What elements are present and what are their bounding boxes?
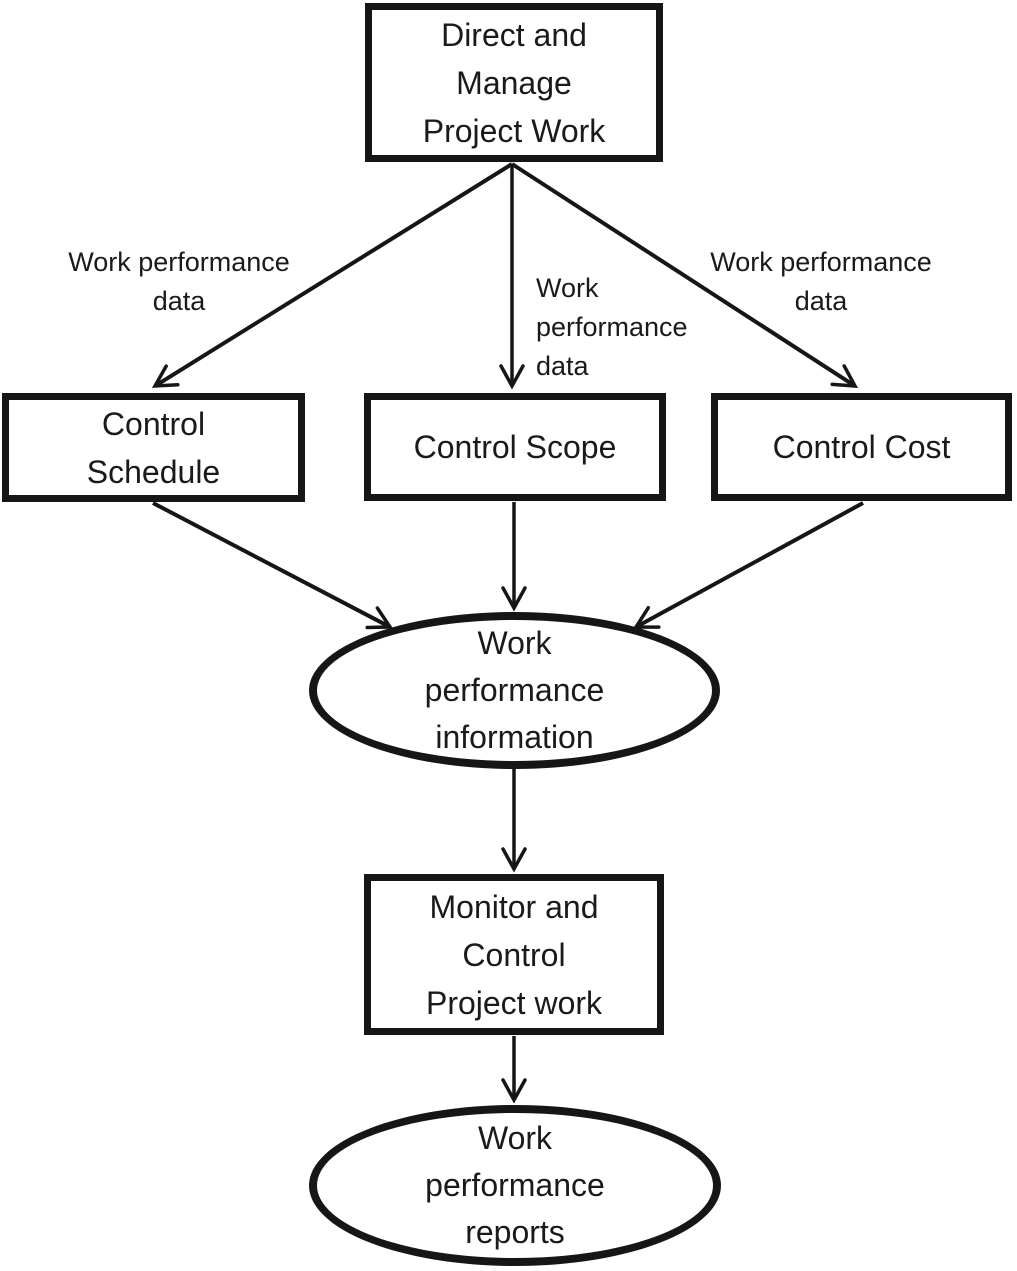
arrow-schedule-to-info	[152, 501, 394, 630]
node-control-cost: Control Cost	[711, 393, 1012, 501]
node-direct-and-manage-project-work: Direct and Manage Project Work	[365, 3, 663, 162]
arrow-direct-to-schedule	[151, 162, 514, 388]
node-control-scope: Control Scope	[364, 393, 666, 501]
edge-label-work-performance-data-right: Work performance data	[710, 247, 932, 316]
arrow-cost-to-info	[632, 501, 864, 629]
edge-label-work-performance-data-left: Work performance data	[68, 247, 290, 316]
node-control-schedule: Control Schedule	[2, 393, 305, 502]
edge-label-work-performance-data-middle: Work performance data	[536, 273, 688, 381]
node-monitor-and-control-project-work: Monitor and Control Project work	[364, 874, 664, 1035]
node-work-performance-information: Work performance information	[309, 612, 720, 769]
arrow-direct-to-cost	[510, 162, 859, 388]
node-work-performance-reports: Work performance reports	[309, 1105, 721, 1266]
